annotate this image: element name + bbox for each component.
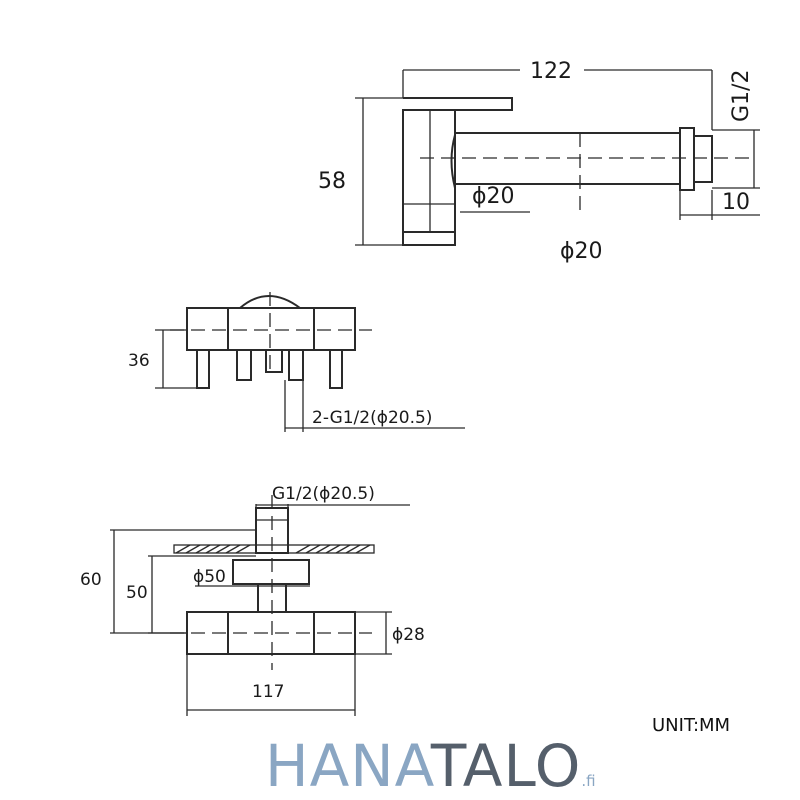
dim-inner-diameter: ϕ20 <box>472 184 515 209</box>
dim-cover-diameter: ϕ50 <box>193 567 226 587</box>
dim-outlet-thread: G1/2(ϕ20.5) <box>272 484 375 504</box>
brand-name-part2: TALO <box>430 732 582 800</box>
dim-side-height-36: 36 <box>128 351 150 371</box>
unit-label: UNIT:MM <box>652 715 731 736</box>
dim-cover-height-50: 50 <box>126 583 148 603</box>
dim-outer-diameter: ϕ20 <box>560 239 603 264</box>
dim-total-height-60: 60 <box>80 570 102 590</box>
brand-logo: HANATALO.fi <box>265 732 596 800</box>
brand-name-part1: HANA <box>265 732 431 800</box>
brand-tld: .fi <box>581 772 596 790</box>
front-view <box>110 495 410 716</box>
top-view <box>355 69 760 246</box>
side-view <box>155 292 465 432</box>
dim-thread-g12: G1/2 <box>729 70 754 122</box>
dim-body-diameter: ϕ28 <box>392 625 425 645</box>
dim-body-length-117: 117 <box>252 682 284 702</box>
dim-length-122: 122 <box>530 59 572 84</box>
dim-inlets-thread: 2-G1/2(ϕ20.5) <box>312 408 432 428</box>
dim-thread-length-10: 10 <box>722 190 750 215</box>
dim-height-58: 58 <box>318 169 346 194</box>
